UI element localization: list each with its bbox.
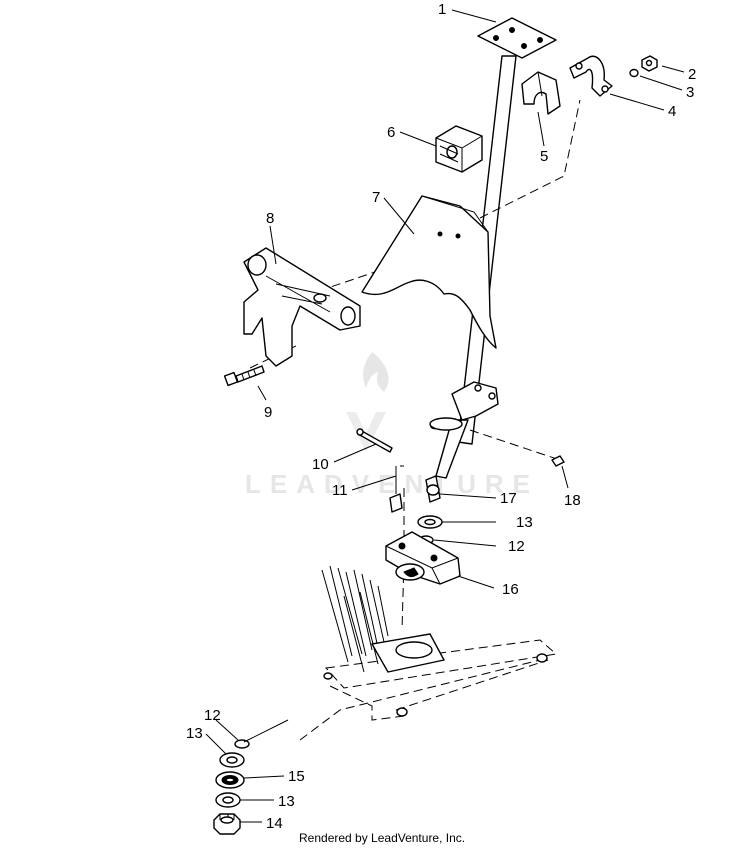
part-13-lower-washer-a [219,752,245,768]
callout-3: 3 [686,84,694,101]
callout-labels: 1 2 3 4 5 6 7 8 9 10 11 12 12 13 13 13 1… [186,1,696,832]
callout-16: 16 [502,581,519,598]
callout-10: 10 [312,456,329,473]
part-16-bearing-block [385,531,461,585]
dash-panel [361,195,497,349]
part-13-upper-washer [417,515,443,529]
steering-support-plate [429,381,499,431]
part-17-joint [425,475,441,503]
part-6-bushing-block [435,125,483,173]
callout-5: 5 [540,148,548,165]
watermark-v-logo-icon [346,412,386,452]
callout-15: 15 [288,768,305,785]
watermark-text: LEADVENTURE [245,469,539,499]
part-18-clip [551,455,565,467]
part-14-castle-nut [213,813,241,835]
callout-4: 4 [668,103,676,120]
part-4-clamp [569,55,613,97]
part-12-lower-oring [234,739,250,749]
callout-7: 7 [372,189,380,206]
watermark: LEADVENTURE [245,352,539,499]
callout-8: 8 [266,210,274,227]
part-11-roll-pin [389,465,404,513]
callout-14: 14 [266,815,283,832]
callout-2: 2 [688,66,696,83]
part-13-lower-washer-b [215,792,241,808]
part-8-shroud-bracket [243,247,361,367]
callout-17: 17 [500,490,517,507]
callout-11: 11 [332,482,348,499]
callout-13-upper: 13 [516,514,533,531]
callout-6: 6 [387,124,395,141]
callout-13-lower-a: 13 [186,725,203,742]
part-15-bearing [215,771,245,789]
watermark-flame-icon [363,352,389,392]
callout-9: 9 [264,404,272,421]
callout-12-lower: 12 [204,707,221,724]
callout-13-lower-b: 13 [278,793,295,810]
footer-credit: Rendered by LeadVenture, Inc. [299,831,465,845]
leader-lines [205,9,685,823]
part-5-bushing [521,71,561,115]
callout-18: 18 [564,492,581,509]
frame-assembly [299,565,558,741]
callout-1: 1 [438,1,446,18]
part-10-pin [356,428,393,453]
part-9-bolt [223,365,265,387]
part-3-washer [629,68,639,78]
lower-stack-center-line [243,719,289,743]
callout-12-upper: 12 [508,538,525,555]
part-2-nut [641,55,658,72]
